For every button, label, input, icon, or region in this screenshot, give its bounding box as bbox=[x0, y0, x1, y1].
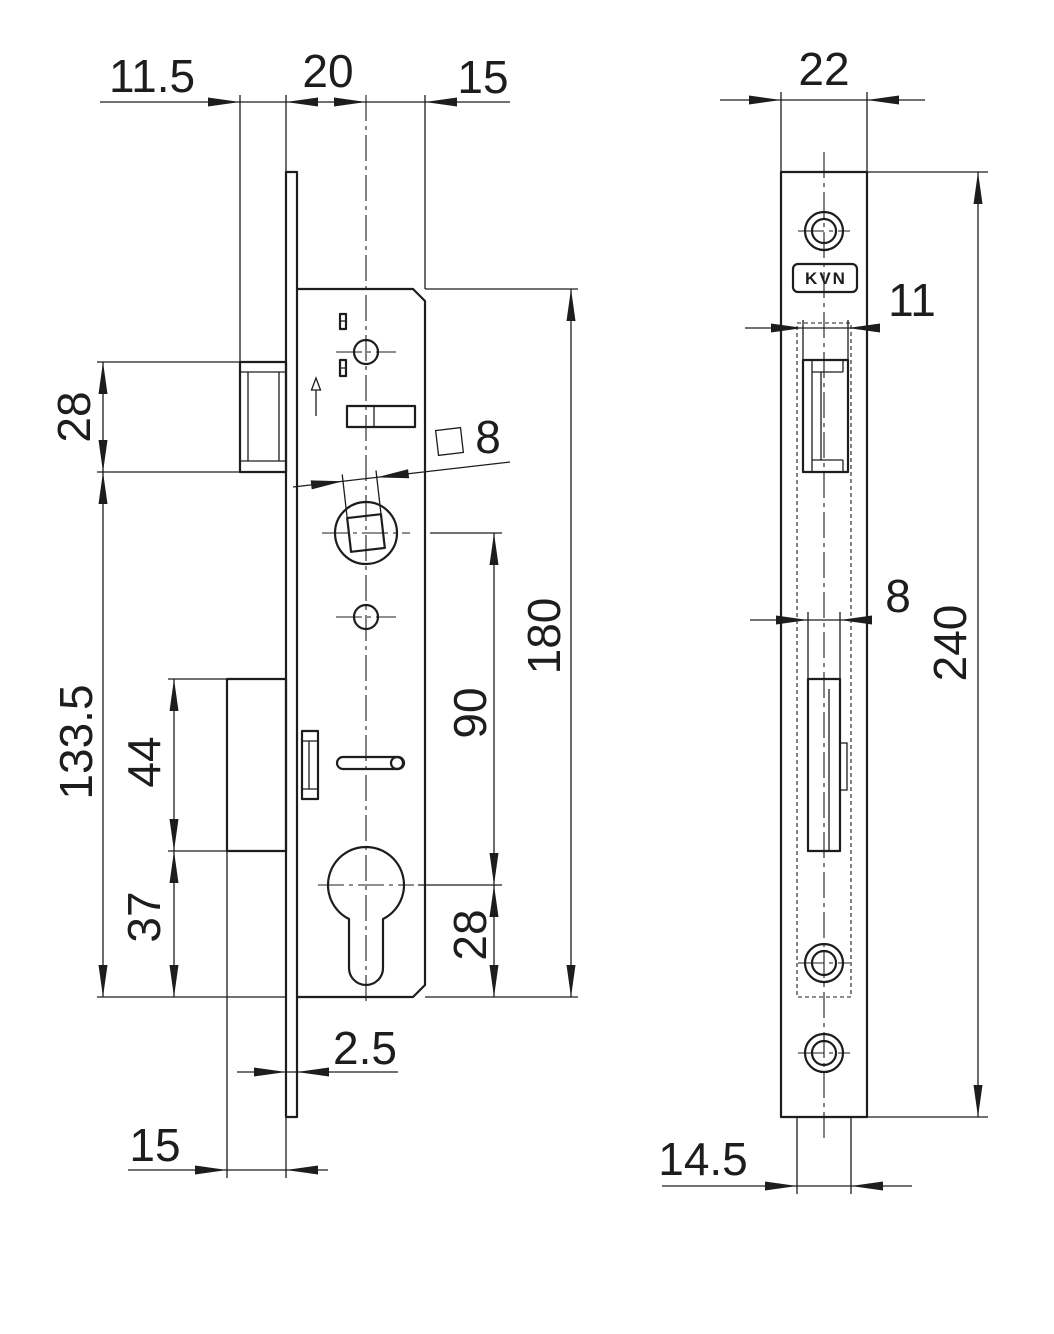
dimension-arrow bbox=[566, 965, 576, 997]
dimension-arrow bbox=[848, 323, 880, 333]
dimension-arrow bbox=[425, 97, 457, 107]
dimension-arrow bbox=[489, 885, 499, 917]
dimension-arrow bbox=[765, 1181, 797, 1191]
dimension-arrow bbox=[98, 472, 108, 504]
guide-pin bbox=[389, 755, 405, 771]
dimension-label: 37 bbox=[118, 891, 170, 942]
deadbolt-tab bbox=[839, 742, 848, 791]
dimension-label: 180 bbox=[518, 598, 570, 675]
left-view: 11.5 20 15 28 133.5 44 37 180 90 28 8 2.… bbox=[48, 45, 578, 1178]
logo-text: KVN bbox=[805, 269, 847, 288]
dimension-label: 28 bbox=[444, 909, 496, 960]
dimension-label: 8 bbox=[885, 570, 911, 622]
dimension-label: 22 bbox=[798, 43, 849, 95]
dimension-label: 20 bbox=[302, 45, 353, 97]
dimension-label: 90 bbox=[444, 687, 496, 738]
dimension-arrow bbox=[169, 965, 179, 997]
extension-lines bbox=[780, 92, 988, 1194]
dimension-arrow bbox=[851, 1181, 883, 1191]
latch-bolt-front-detail bbox=[811, 360, 844, 472]
small-slot bbox=[338, 312, 348, 378]
dimension-arrow bbox=[776, 615, 808, 625]
dimension-arrow bbox=[169, 819, 179, 851]
faceplate-side bbox=[284, 170, 299, 1119]
small-slot-detail bbox=[340, 320, 346, 369]
dimension-label: 11.5 bbox=[109, 50, 195, 102]
dimension-arrow bbox=[771, 323, 803, 333]
dimension-arrow bbox=[867, 95, 899, 105]
dimension-label: 2.5 bbox=[333, 1022, 397, 1074]
dimension-arrow bbox=[749, 95, 781, 105]
dimension-arrows bbox=[98, 95, 983, 1191]
direction-arrow-head bbox=[310, 376, 322, 391]
dimension-arrow bbox=[195, 1165, 227, 1175]
right-view: KVN 22 11 8 240 14.5 bbox=[658, 43, 988, 1194]
dimension-arrow bbox=[98, 965, 108, 997]
dimension-arrow bbox=[286, 1165, 318, 1175]
cylinder-cutout bbox=[326, 845, 406, 987]
dimension-arrow bbox=[973, 1085, 983, 1117]
dimension-arrow bbox=[566, 289, 576, 321]
dimension-arrow bbox=[489, 965, 499, 997]
dimension-arrow bbox=[973, 172, 983, 204]
dimension-label: 240 bbox=[924, 605, 976, 682]
dimension-label: 44 bbox=[118, 736, 170, 787]
dimension-arrow bbox=[254, 1067, 286, 1077]
square-symbol bbox=[434, 426, 465, 457]
dimension-arrow bbox=[334, 97, 366, 107]
dimension-arrow bbox=[169, 679, 179, 711]
dimension-arrow bbox=[208, 97, 240, 107]
dimension-arrow bbox=[840, 615, 872, 625]
latch-bolt bbox=[238, 360, 288, 474]
dimension-lines bbox=[662, 99, 979, 1187]
auxiliary-latch bbox=[300, 729, 320, 801]
deadbolt bbox=[225, 677, 288, 853]
dimension-arrow bbox=[98, 362, 108, 394]
dimension-arrow bbox=[169, 851, 179, 883]
dimension-label: 8 bbox=[475, 411, 501, 463]
lock-case bbox=[297, 287, 427, 999]
dimension-arrow bbox=[489, 533, 499, 565]
dimension-arrow bbox=[489, 853, 499, 885]
dimension-arrow bbox=[310, 480, 343, 490]
dimension-label: 15 bbox=[457, 51, 508, 103]
switch-slot bbox=[345, 404, 417, 429]
latch-bolt-detail bbox=[240, 371, 286, 462]
center-line bbox=[798, 152, 850, 1138]
dimension-label: 28 bbox=[48, 391, 100, 442]
dimension-arrow bbox=[286, 97, 318, 107]
auxiliary-latch-detail bbox=[302, 740, 318, 790]
extension-lines bbox=[97, 95, 578, 1178]
dimension-label: 15 bbox=[129, 1119, 180, 1171]
hole-center-lines bbox=[318, 351, 414, 886]
dimension-arrow bbox=[376, 469, 410, 479]
dimension-label: 11 bbox=[888, 274, 936, 326]
dimension-arrow bbox=[98, 440, 108, 472]
logo-frame bbox=[791, 262, 859, 294]
follower-square bbox=[346, 513, 386, 553]
latch-bolt-front bbox=[801, 358, 850, 474]
dimension-label: 133.5 bbox=[50, 684, 102, 799]
dimension-label: 14.5 bbox=[658, 1133, 748, 1185]
dimension-arrow bbox=[297, 1067, 329, 1077]
